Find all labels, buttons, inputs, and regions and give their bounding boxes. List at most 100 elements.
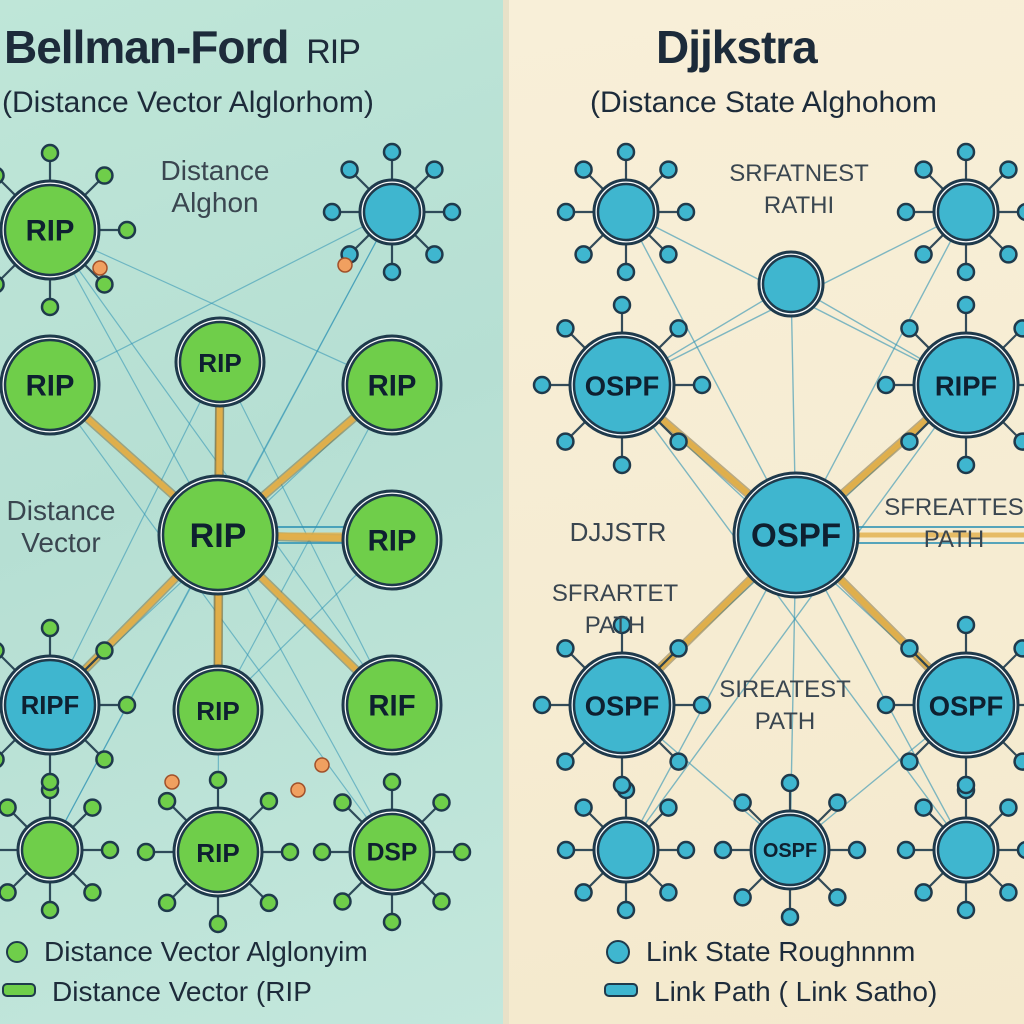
satellite-dot xyxy=(259,893,279,913)
satellite-dot xyxy=(452,842,472,862)
satellite-dot xyxy=(659,798,678,817)
right-label-sfreattes-path: SFREATTES PATH xyxy=(884,494,1024,553)
left-title-main: Bellman-Ford xyxy=(4,21,289,73)
router-node-right-6-label: OSPF xyxy=(929,691,1004,722)
right-label-djjstr: DJJSTR xyxy=(569,517,667,547)
orange-marker xyxy=(92,260,108,276)
left-legend-text-2: Distance Vector (RIP xyxy=(52,976,312,1007)
router-node-right-7 xyxy=(596,820,656,880)
satellite-dot xyxy=(713,840,733,860)
satellite-dot xyxy=(612,775,632,795)
left-legend-item-2: Distance Vector (RIP xyxy=(2,978,312,1006)
satellite-dot xyxy=(442,202,462,222)
router-node-left-11 xyxy=(176,810,260,894)
satellite-dot xyxy=(95,275,114,294)
router-node-left-0-label: RIP xyxy=(26,215,75,248)
edge-thin-right xyxy=(621,384,967,851)
satellite-dot xyxy=(900,639,919,658)
satellite-dot xyxy=(914,883,933,902)
satellite-dot xyxy=(432,892,451,911)
right-legend-item-1: Link State Roughnnm xyxy=(606,938,915,966)
router-node-right-4-label: OSPF xyxy=(751,518,841,555)
satellite-dot xyxy=(956,295,976,315)
satellite-dot xyxy=(733,888,752,907)
satellite-dot xyxy=(574,798,593,817)
satellite-dot xyxy=(1016,840,1024,860)
router-node-left-2-label: RIP xyxy=(26,370,75,403)
satellite-dot xyxy=(40,772,60,792)
satellite-dot xyxy=(0,751,5,768)
satellite-dot xyxy=(1013,639,1024,658)
router-node-left-12 xyxy=(352,812,432,892)
router-node-left-3-label: RIP xyxy=(198,348,241,378)
right-legend-item-2: Link Path ( Link Satho) xyxy=(604,978,937,1006)
satellite-dot xyxy=(259,791,279,811)
satellite-dot xyxy=(40,618,60,638)
orange-marker xyxy=(290,782,306,798)
right-subtitle: (Distance State Alghohom xyxy=(590,86,937,119)
satellite-dot xyxy=(556,639,575,658)
router-node-right-8-label: OSPF xyxy=(763,840,817,862)
satellite-dot xyxy=(612,615,632,635)
satellite-dot xyxy=(616,262,636,282)
satellite-dot xyxy=(659,160,678,179)
satellite-dot xyxy=(382,142,402,162)
satellite-dot xyxy=(574,160,593,179)
edge-thin-right xyxy=(625,384,967,851)
satellite-dot xyxy=(556,202,576,222)
left-label-distance-vector: Distance Vector xyxy=(6,495,116,558)
router-node-left-6-label: RIP xyxy=(368,525,417,558)
satellite-dot xyxy=(914,245,933,264)
satellite-dot xyxy=(828,888,847,907)
router-node-right-4 xyxy=(736,475,856,595)
right-legend-text-2: Link Path ( Link Satho) xyxy=(654,976,938,1007)
satellite-dot xyxy=(532,695,552,715)
router-node-right-2 xyxy=(572,335,672,435)
router-node-left-8-label: RIP xyxy=(196,696,239,726)
router-node-left-1 xyxy=(362,182,422,242)
satellite-dot xyxy=(95,166,114,185)
router-node-right-6 xyxy=(916,655,1016,755)
satellite-dot xyxy=(692,695,712,715)
satellite-dot xyxy=(40,297,60,317)
router-node-left-5 xyxy=(161,478,275,592)
right-legend-text-1: Link State Roughnnm xyxy=(646,936,916,967)
satellite-dot xyxy=(900,319,919,338)
orange-marker xyxy=(337,257,353,273)
right-label-sireatest-path: SIREATEST PATH xyxy=(719,676,851,735)
edge-thin-left xyxy=(217,384,393,711)
satellite-dot xyxy=(0,642,5,659)
left-subtitle: (Distance Vector Alglorhom) xyxy=(2,86,374,119)
satellite-dot xyxy=(914,798,933,817)
satellite-dot xyxy=(0,167,5,184)
satellite-dot xyxy=(876,695,896,715)
orange-marker xyxy=(164,774,180,790)
satellite-dot xyxy=(0,883,17,902)
satellite-dot xyxy=(340,160,359,179)
satellite-dot xyxy=(333,892,352,911)
satellite-dot xyxy=(999,883,1018,902)
router-node-right-1 xyxy=(936,182,996,242)
satellite-dot xyxy=(956,142,976,162)
edge-thin-left xyxy=(49,361,221,706)
satellite-dot xyxy=(956,262,976,282)
router-node-left-5-label: RIP xyxy=(190,517,247,555)
router-node-right-3-label: RIPF xyxy=(935,371,997,402)
satellite-dot xyxy=(896,840,916,860)
satellite-dot xyxy=(999,798,1018,817)
satellite-dot xyxy=(828,793,847,812)
left-title: Bellman-Ford RIP xyxy=(4,21,361,73)
orange-marker xyxy=(314,757,330,773)
router-node-left-10 xyxy=(20,820,80,880)
satellite-dot xyxy=(532,375,552,395)
satellite-dot xyxy=(40,143,60,163)
router-node-left-6 xyxy=(345,493,439,587)
satellite-dot xyxy=(669,752,688,771)
satellite-dot xyxy=(40,900,60,920)
satellite-dot xyxy=(896,202,916,222)
satellite-dot xyxy=(669,319,688,338)
satellite-dot xyxy=(0,276,5,293)
satellite-dot xyxy=(322,202,342,222)
legend-green-dot-icon xyxy=(6,941,28,963)
